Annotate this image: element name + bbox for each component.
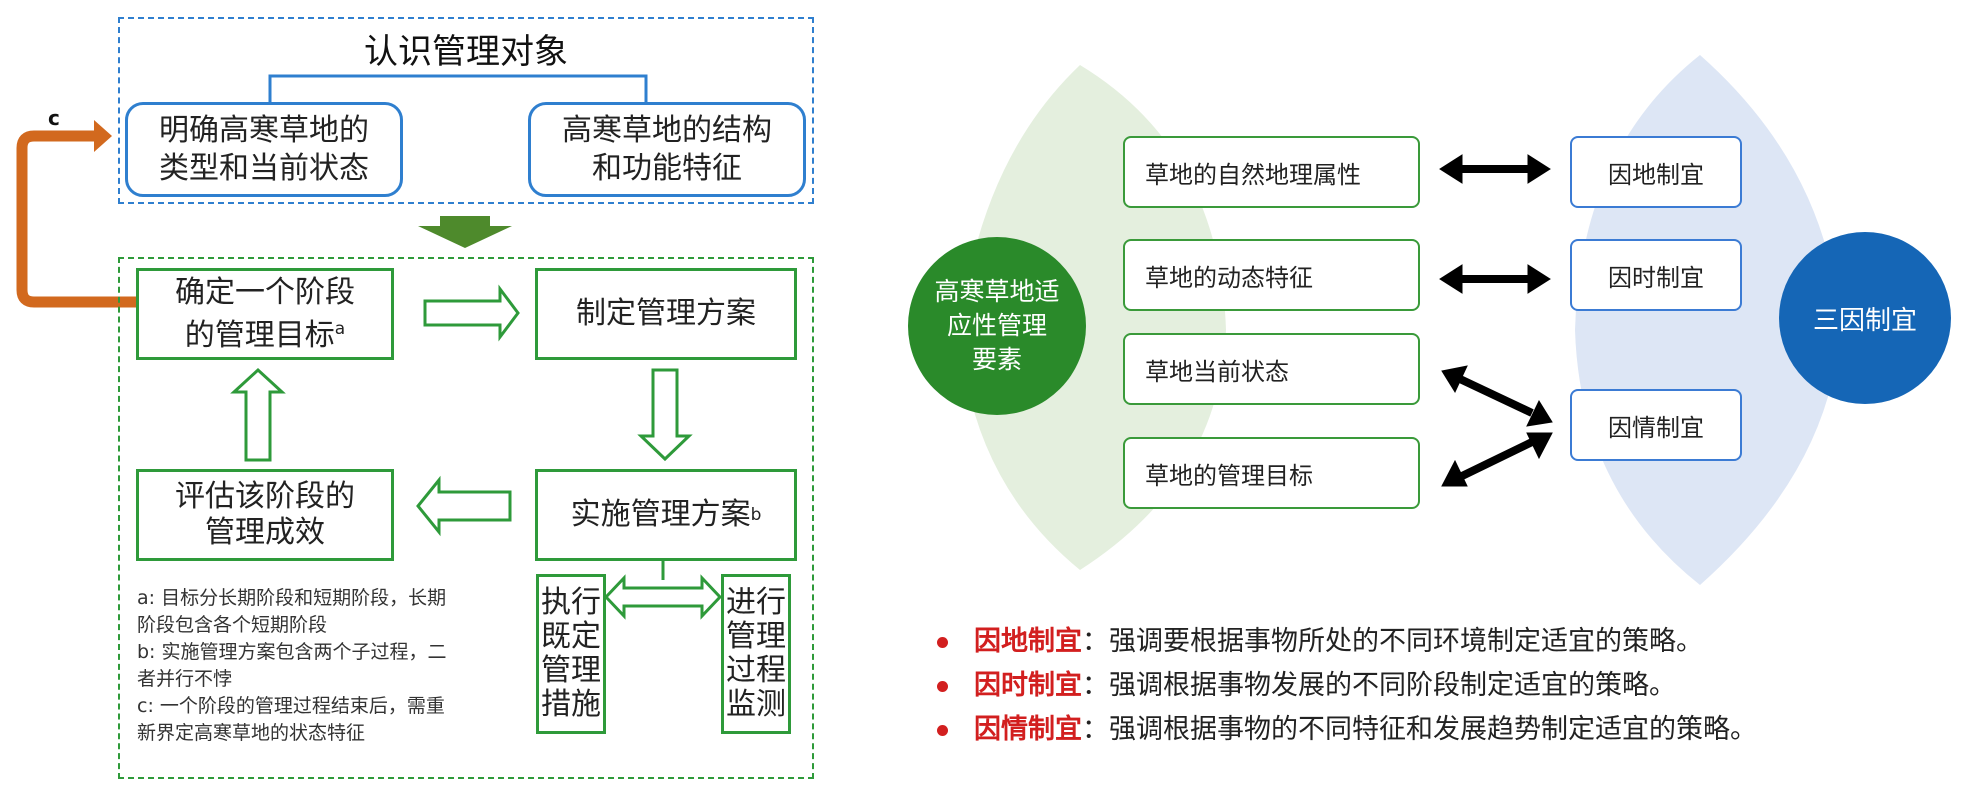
box-grassland-structure-line1: 高寒草地的结构	[562, 112, 772, 148]
object-title: 认识管理对象	[364, 31, 568, 72]
arrow-evaluate-to-goal	[230, 367, 286, 462]
box-stage-goal-line1: 确定一个阶段	[175, 274, 355, 310]
factor-current-state: 草地当前状态	[1123, 333, 1420, 405]
definition-term: 因时制宜	[974, 670, 1082, 701]
note-line: a: 目标分长期阶段和短期阶段，长期	[137, 587, 447, 609]
strategy-situation: 因情制宜	[1570, 389, 1742, 461]
arrow-goal-to-plan	[423, 284, 520, 342]
box-evaluate-line2: 管理成效	[205, 515, 325, 550]
note-a-marker: a	[334, 318, 346, 339]
definition-time: 因时制宜 ：强调根据事物发展的不同阶段制定适宜的策略。	[935, 664, 1935, 708]
loop-arrowhead	[94, 120, 112, 152]
box-grassland-type: 明确高寒草地的 类型和当前状态	[125, 102, 403, 197]
box-evaluate-line1: 评估该阶段的	[175, 479, 355, 514]
arrow-implement-to-evaluate	[416, 475, 512, 537]
three-adaptations-circle: 三因制宜	[1779, 232, 1951, 404]
box-monitor-process: 进行 管理 过程 监测	[721, 574, 791, 734]
loop-arrow	[16, 130, 136, 308]
box-stage-goal: 确定一个阶段 的管理目标a	[136, 268, 394, 360]
definition-place: 因地制宜 ：强调要根据事物所处的不同环境制定适宜的策略。	[935, 620, 1935, 664]
box-evaluate: 评估该阶段的 管理成效	[136, 469, 394, 561]
box-implement-label: 实施管理方案	[570, 497, 751, 532]
object-frame	[118, 17, 814, 204]
box-make-plan: 制定管理方案	[535, 268, 797, 360]
down-arrow	[418, 216, 512, 248]
definition-situation: 因情制宜 ：强调根据事物的不同特征和发展趋势制定适宜的策略。	[935, 708, 1935, 752]
box-execute-measures: 执行 既定 管理 措施	[536, 574, 606, 734]
definition-term: 因地制宜	[974, 626, 1082, 657]
strategy-definitions: 因地制宜 ：强调要根据事物所处的不同环境制定适宜的策略。 因时制宜 ：强调根据事…	[935, 620, 1935, 752]
note-b-marker: b	[750, 505, 762, 525]
box-grassland-structure-line2: 和功能特征	[592, 150, 742, 186]
box-grassland-type-line1: 明确高寒草地的	[159, 112, 369, 148]
definition-text: ：强调根据事物发展的不同阶段制定适宜的策略。	[1082, 670, 1676, 701]
definition-term: 因情制宜	[974, 714, 1082, 745]
note-line: b: 实施管理方案包含两个子过程，二	[137, 641, 447, 663]
box-stage-goal-line2: 的管理目标a	[184, 317, 346, 353]
box-grassland-type-line2: 类型和当前状态	[159, 150, 369, 186]
strategy-place: 因地制宜	[1570, 136, 1742, 208]
process-frame	[118, 257, 814, 779]
strategy-time: 因时制宜	[1570, 239, 1742, 311]
note-line: 者并行不悖	[137, 668, 233, 690]
note-line: 新界定高寒草地的状态特征	[137, 722, 366, 744]
bullet-dot	[937, 724, 948, 736]
box-grassland-structure: 高寒草地的结构 和功能特征	[528, 102, 806, 197]
definition-text: ：强调要根据事物所处的不同环境制定适宜的策略。	[1082, 626, 1703, 657]
bullet-dot	[937, 680, 948, 692]
factor-dynamic: 草地的动态特征	[1123, 239, 1420, 311]
bullet-dot	[937, 636, 948, 648]
note-line: c: 一个阶段的管理过程结束后，需重	[137, 695, 445, 717]
footnotes: a: 目标分长期阶段和短期阶段，长期 阶段包含各个短期阶段 b: 实施管理方案包…	[137, 585, 517, 747]
arrow-state-situation	[1458, 375, 1534, 417]
factor-natural-geography: 草地的自然地理属性	[1123, 136, 1420, 208]
factor-management-goal: 草地的管理目标	[1123, 437, 1420, 509]
adaptive-elements-circle: 高寒草地适 应性管理 要素	[908, 237, 1086, 415]
note-line: 阶段包含各个短期阶段	[137, 614, 328, 636]
arrow-plan-to-implement	[637, 368, 693, 462]
loop-label: c	[48, 106, 60, 130]
arrow-goal-situation	[1458, 438, 1534, 481]
definition-text: ：强调根据事物的不同特征和发展趋势制定适宜的策略。	[1082, 714, 1757, 745]
title-bracket	[268, 74, 648, 102]
arrow-split	[603, 574, 723, 620]
